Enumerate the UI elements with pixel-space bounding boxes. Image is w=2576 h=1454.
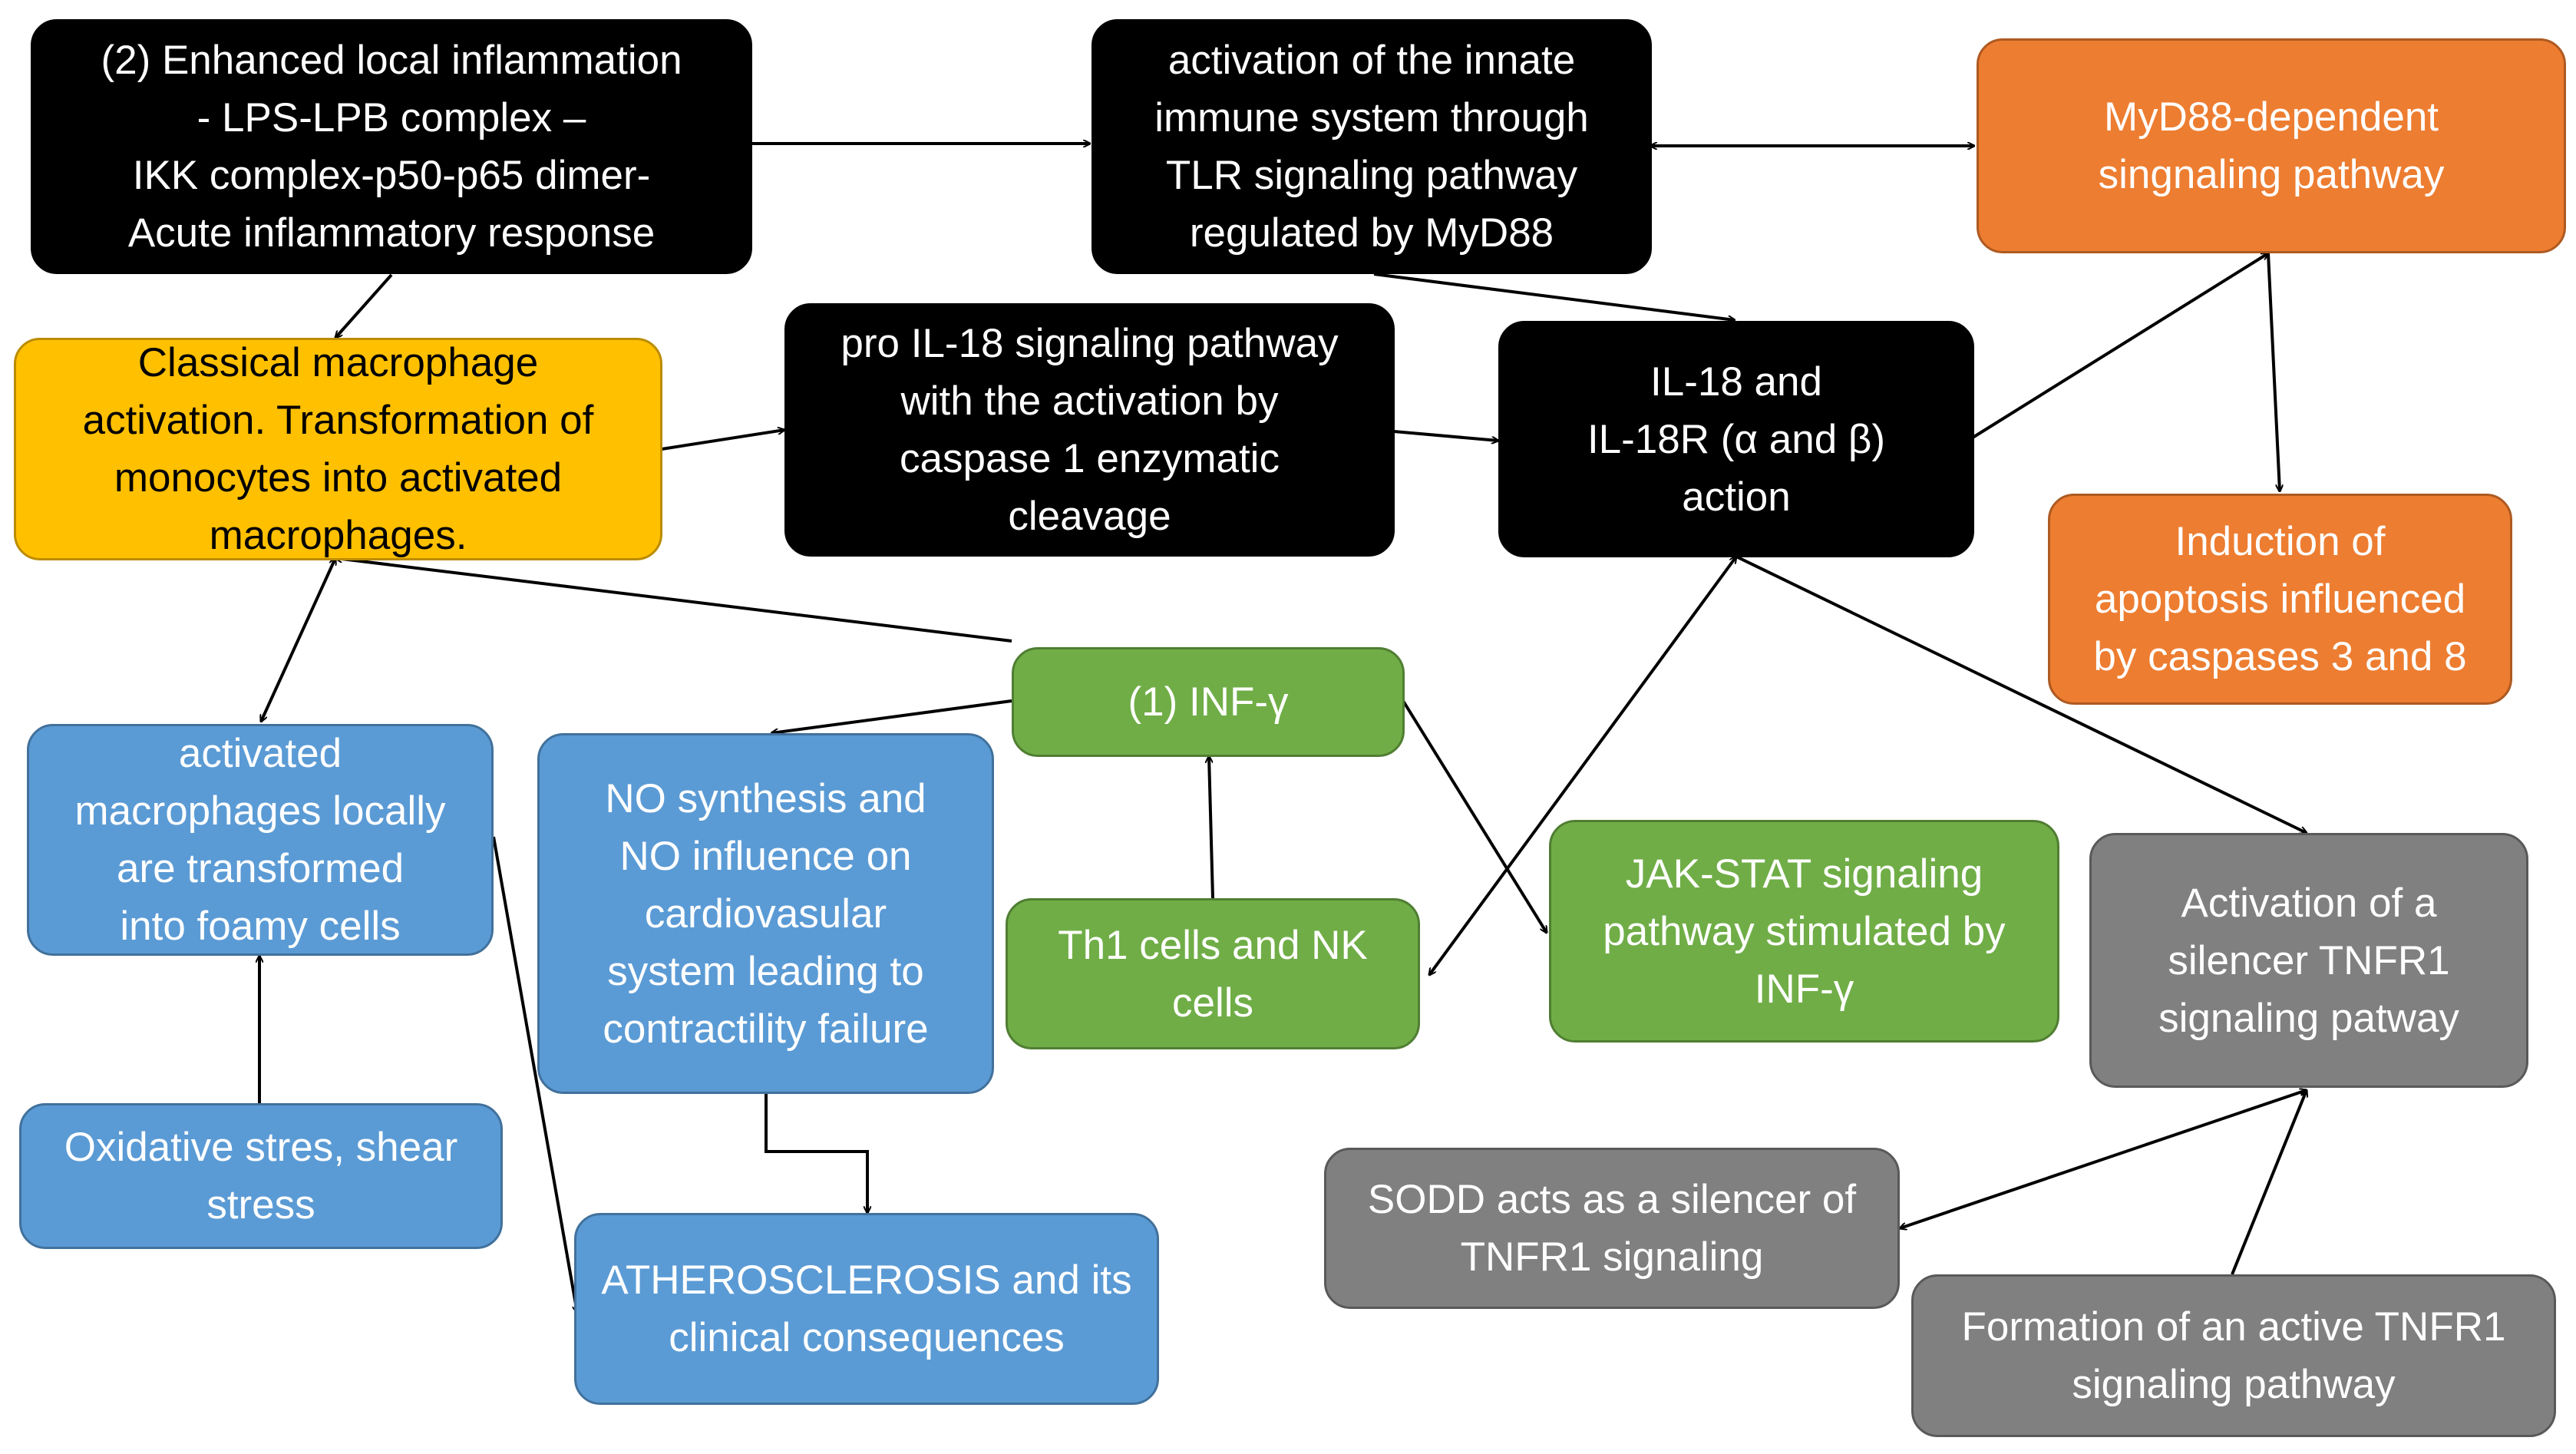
node-myd88-pathway: MyD88-dependent singnaling pathway — [1977, 38, 2566, 253]
edge-il18-to-th1 — [1429, 557, 1736, 975]
edge-foamy-to-atherosclerosis — [492, 836, 577, 1313]
node-inf-gamma: (1) INF-γ — [1012, 647, 1405, 757]
edge-macrophage-to-foamy — [259, 558, 337, 722]
node-foamy-cells: activated macrophages locally are transf… — [27, 724, 494, 956]
edge-il18-to-silencer — [1735, 555, 2307, 834]
node-innate-immune-activation: activation of the innate immune system t… — [1091, 19, 1652, 274]
node-th1-nk: Th1 cells and NK cells — [1006, 898, 1420, 1049]
edge-infgamma-to-no — [771, 699, 1012, 733]
node-active-tnfr1: Formation of an active TNFR1 signaling p… — [1911, 1274, 2556, 1437]
edge-th1-to-infgamma — [1209, 756, 1214, 899]
edge-myd88-to-apoptosis — [2267, 253, 2280, 491]
node-silencer-tnfr1: Activation of a silencer TNFR1 signaling… — [2089, 833, 2528, 1088]
edge-no-to-atherosclerosis — [765, 1094, 867, 1213]
node-enhanced-inflammation: (2) Enhanced local inflammation - LPS-LP… — [31, 19, 752, 274]
edge-inflammation-to-macrophage — [335, 273, 393, 338]
edge-innate-to-il18 — [1373, 273, 1735, 320]
node-sodd: SODD acts as a silencer of TNFR1 signali… — [1324, 1148, 1900, 1309]
edge-macrophage-to-proil18 — [661, 430, 784, 451]
node-atherosclerosis: ATHEROSCLEROSIS and its clinical consequ… — [574, 1213, 1159, 1405]
edge-infgamma-to-macrophage — [335, 558, 1012, 643]
node-jak-stat: JAK-STAT signaling pathway stimulated by… — [1549, 820, 2059, 1043]
edge-active-to-silencer — [2231, 1090, 2307, 1275]
node-classical-macrophage: Classical macrophage activation. Transfo… — [14, 338, 662, 560]
node-no-synthesis: NO synthesis and NO influence on cardiov… — [537, 733, 994, 1094]
edge-il18-to-myd88 — [1971, 253, 2268, 439]
node-pro-il18: pro IL-18 signaling pathway with the act… — [784, 303, 1395, 557]
node-il18-action: IL-18 and IL-18R (α and β) action — [1498, 321, 1974, 557]
edge-sodd-silencer — [1900, 1090, 2307, 1228]
edge-proil18-to-il18 — [1393, 430, 1498, 441]
node-oxidative-stress: Oxidative stres, shear stress — [19, 1103, 503, 1249]
node-apoptosis: Induction of apoptosis influenced by cas… — [2048, 494, 2512, 705]
edge-infgamma-to-jak — [1402, 699, 1547, 933]
